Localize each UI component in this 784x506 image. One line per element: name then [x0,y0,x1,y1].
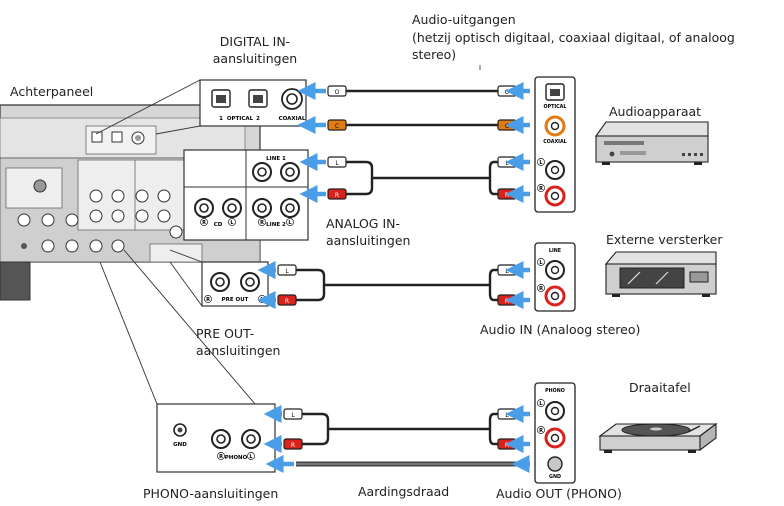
svg-text:R: R [291,442,295,449]
svg-text:L: L [288,220,292,226]
svg-text:R: R [505,192,509,199]
svg-text:L: L [539,260,543,266]
svg-text:R: R [202,220,206,226]
ground-wire-label: Aardingsdraad [358,484,450,499]
analog-in-zoom-box: LINE 1 CD LINE 2 [183,149,309,241]
rear-panel-label: Achterpaneel [10,84,94,99]
audio-out-phono-label: Audio OUT (PHONO) [496,486,622,501]
jack-label-cd: CD [214,222,223,228]
svg-text:L: L [249,454,253,460]
svg-text:R: R [539,286,543,292]
audio-in-analog-label: Audio IN (Analoog stereo) [480,322,641,337]
analog-in-label-2: aansluitingen [326,233,411,248]
signal-arrows [257,82,530,473]
pre-out-label-2: aansluitingen [196,343,281,358]
rear-panel [0,104,261,301]
svg-text:R: R [260,220,264,226]
pre-out-cable [296,268,498,302]
jack-label-line1: LINE 1 [266,156,286,162]
svg-text:R: R [539,186,543,192]
external-amplifier-illustration [604,251,717,297]
turntable-output-panel: PHONO GND [534,382,576,484]
digital-jack-label-optical: OPTICAL [227,116,254,122]
audio-device-label: Audioapparaat [609,104,702,119]
svg-text:C: C [335,123,339,130]
svg-text:R: R [539,428,543,434]
digital-jack-label-1: 1 [219,116,223,122]
turntable-label-phono: PHONO [545,388,565,394]
svg-text:R: R [206,297,210,303]
turntable-illustration [598,422,718,453]
analog-in-cable [346,160,498,196]
audio-output-panel: OPTICAL COAXIAL [534,76,576,213]
external-amp-label: Externe versterker [606,232,723,247]
svg-text:O: O [505,89,510,96]
audio-device-illustration [594,121,709,165]
svg-text:L: L [539,401,543,407]
digital-in-label-2: aansluitingen [212,51,298,66]
amp-input-panel: LINE [534,242,576,312]
analog-in-label-1: ANALOG IN- [326,216,401,231]
turntable-label-gnd: GND [549,474,561,480]
svg-text:R: R [335,192,339,199]
audio-outputs-subtitle-1: (hetzij optisch digitaal, coaxiaal digit… [412,30,735,45]
phono-connections-label: PHONO-aansluitingen [143,486,279,501]
svg-text:O: O [335,89,340,96]
digital-jack-label-coaxial: COAXIAL [279,116,306,122]
jack-lr-tags: L R L R L R R L R L R L R L [200,158,545,460]
svg-text:R: R [505,298,509,305]
jack-label-pre-out: PRE OUT [222,297,249,303]
jack-label-phono: PHONO [225,455,248,461]
optical-cable: O O [327,85,517,97]
pre-out-zoom-box: PRE OUT [201,261,269,307]
svg-text:L: L [230,220,234,226]
digital-in-zoom-box: 1 OPTICAL 2 COAXIAL [199,79,307,127]
svg-text:R: R [505,442,509,449]
digital-in-label-1: DIGITAL IN- [219,34,291,49]
pre-out-label-1: PRE OUT- [196,326,255,341]
svg-text:C: C [505,123,509,130]
phono-cable [302,412,498,446]
svg-text:R: R [285,298,289,305]
digital-jack-label-2: 2 [256,116,260,122]
svg-text:L: L [285,268,289,275]
svg-text:R: R [219,454,223,460]
audio-outputs-title: Audio-uitgangen [412,12,516,27]
svg-text:L: L [291,412,295,419]
svg-text:L: L [539,160,543,166]
svg-text:L: L [335,160,339,167]
phono-zoom-box: GND PHONO [156,403,276,473]
amp-label-line: LINE [549,248,561,254]
jack-label-line2: LINE 2 [266,222,286,228]
output-label-optical: OPTICAL [544,104,567,110]
jack-label-gnd: GND [173,442,187,448]
turntable-label: Draaitafel [629,380,691,395]
audio-outputs-subtitle-2: stereo) [412,47,457,62]
output-label-coaxial: COAXIAL [543,139,566,145]
coaxial-cable: C C [327,119,517,131]
